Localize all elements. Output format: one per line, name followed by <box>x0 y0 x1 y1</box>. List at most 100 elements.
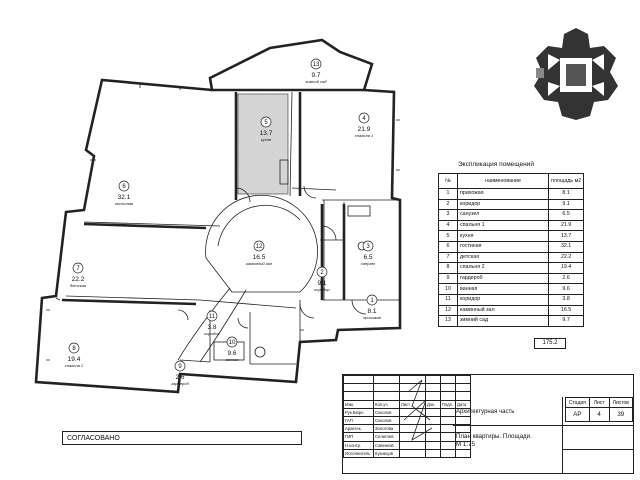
explication-cell-name: спальня 1 <box>457 219 549 232</box>
col-name: наименование <box>457 173 549 189</box>
stamp-scale: М 1:75 <box>456 441 475 448</box>
room-area: 13.7 <box>260 130 273 137</box>
room-area: 9.7 <box>311 72 320 79</box>
corridor-curve <box>177 287 247 363</box>
room-area: 16.5 <box>253 254 266 261</box>
building-key-plan <box>534 28 618 120</box>
signature-role-row: Н.контр.Савенков <box>343 440 471 450</box>
room-name: коридор <box>314 287 330 292</box>
room-area: 6.5 <box>363 254 372 261</box>
room-number: 8 <box>72 346 76 352</box>
signature-cell <box>343 374 374 385</box>
explication-cell-name: кухня <box>457 230 549 242</box>
signature-cell <box>425 374 441 385</box>
explication-cell-area: 16.5 <box>547 304 585 317</box>
sanuzel-fixture <box>347 205 371 217</box>
stamp-divider <box>562 397 563 473</box>
signature-cell <box>343 391 374 401</box>
signature-cell <box>425 432 441 442</box>
signature-header-cell: Кол.уч. <box>373 399 400 409</box>
explication-cell-area: 9.6 <box>547 283 585 295</box>
stage-label: Стадия <box>565 397 590 408</box>
explication-cell-area: 9.1 <box>547 198 585 211</box>
explication-cell-num: 5 <box>438 230 458 242</box>
signature-cell <box>399 391 426 401</box>
room-number-circle <box>72 262 84 274</box>
role-label: Н.контр. <box>343 440 374 450</box>
sheet-value: 4 <box>588 407 610 422</box>
explication-cell-area: 13.7 <box>547 230 585 242</box>
explication-cell-area: 32.1 <box>547 240 585 253</box>
room-number-circle <box>358 112 370 124</box>
role-label: ГИП <box>343 432 374 442</box>
explication-cell-area: 19.4 <box>547 262 585 274</box>
room-number-circle <box>68 342 80 354</box>
explication-cell-name: гардероб <box>457 272 549 285</box>
stamp-title: План квартиры. Площади. <box>456 433 532 440</box>
role-name: Кузнецов <box>373 448 400 458</box>
room-number-circle <box>174 360 186 372</box>
room-area: 3.8 <box>207 324 216 331</box>
room-number: 11 <box>209 314 216 320</box>
room-number: 2 <box>320 270 324 276</box>
room-number: 10 <box>229 340 236 346</box>
explication-cell-num: 3 <box>438 209 458 221</box>
stamp-divider <box>453 425 633 426</box>
sheets-label: Листов <box>608 397 634 408</box>
explication-cell-name: коридор <box>457 293 549 306</box>
explication-cell-name: коридор <box>457 198 549 211</box>
room-name: коридор <box>204 331 220 336</box>
room-name: спальня 1 <box>355 133 373 138</box>
room-number: 13 <box>313 62 320 68</box>
explication-cell-area: 2.6 <box>547 272 585 285</box>
stage-value: АР <box>565 407 590 422</box>
role-name: Золотова <box>373 424 400 434</box>
signature-cell <box>440 383 456 393</box>
signature-cell <box>373 374 400 385</box>
room-number-circle <box>226 336 238 348</box>
explication-cell-name: спальня 2 <box>457 262 549 274</box>
explication-cell-num: 7 <box>438 251 458 264</box>
sheets-value: 39 <box>608 407 634 422</box>
room-name: спальня 2 <box>65 363 84 368</box>
explication-title: Экспликация помещений <box>458 161 535 168</box>
signature-cell <box>455 415 471 426</box>
explication-cell-area: 6.5 <box>547 209 585 221</box>
explication-cell-name: каминный зал <box>457 304 549 317</box>
room-number: 12 <box>256 244 263 250</box>
signature-cell <box>425 383 441 393</box>
room-number: 6 <box>122 184 126 190</box>
stage-table: Стадия Лист Листов АР 4 39 <box>565 397 634 422</box>
explication-cell-num: 11 <box>438 293 458 306</box>
explication-cell-num: 13 <box>438 315 458 327</box>
room-name: гардероб <box>171 381 189 386</box>
room-number-circle <box>310 58 322 70</box>
sink-fixture <box>254 346 266 358</box>
room-number: 1 <box>370 298 374 304</box>
signature-header-cell: Дата <box>455 399 471 409</box>
explication-header: № наименование площадь м2 <box>438 173 585 189</box>
explication-cell-area: 21.9 <box>547 219 585 232</box>
interior-walls <box>55 91 400 365</box>
signature-cell <box>399 383 426 393</box>
explication-cell-name: прихожая <box>457 188 549 200</box>
signature-role-row: Архитек.Золотова <box>343 424 471 434</box>
room-area: 2.6 <box>175 374 184 381</box>
explication-total: 175.2 <box>534 338 566 349</box>
